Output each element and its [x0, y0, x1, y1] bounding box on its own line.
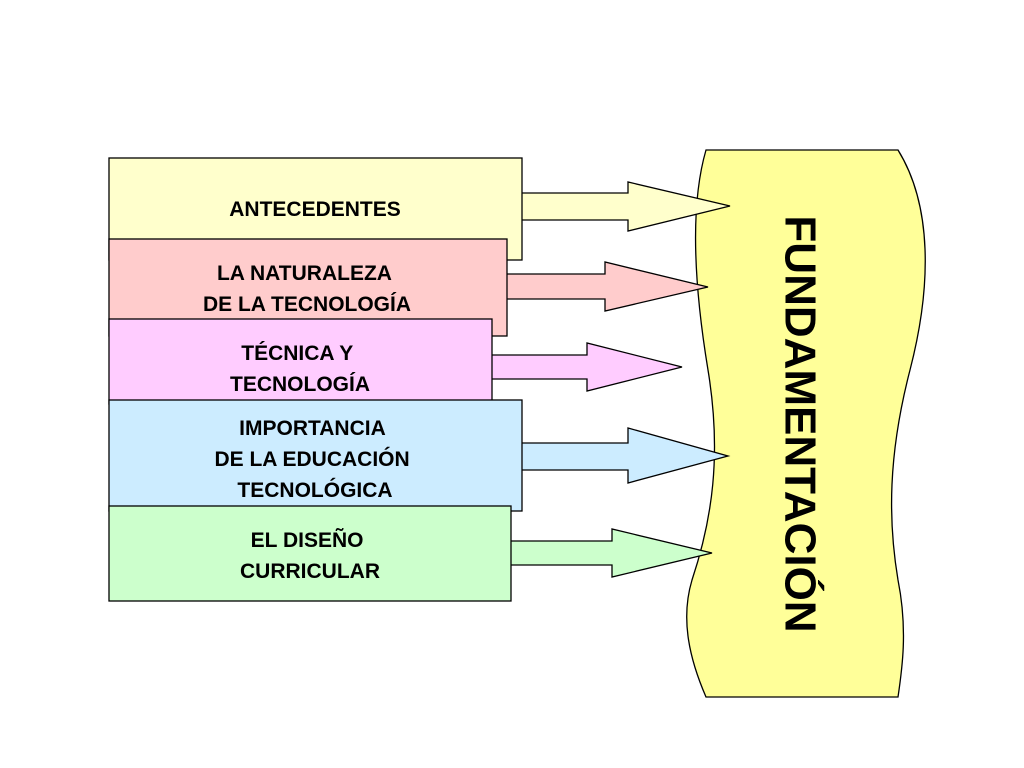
- box-label-diseno: EL DISEÑO CURRICULAR: [240, 529, 380, 583]
- concept-item-tecnica: TÉCNICA Y TECNOLOGÍA: [108, 318, 683, 405]
- box-label-tecnica: TÉCNICA Y TECNOLOGÍA: [230, 342, 370, 396]
- arrow-importancia: [519, 427, 731, 484]
- box-importancia: [108, 399, 523, 512]
- box-diseno: [108, 505, 512, 602]
- box-label-importancia: IMPORTANCIA DE LA EDUCACIÓN TECNOLÓGICA: [214, 417, 415, 502]
- box-label-naturaleza: LA NATURALEZA DE LA TECNOLOGÍA: [203, 262, 411, 316]
- fundamentacion-banner: FUNDAMENTACIÓN: [686, 149, 926, 698]
- concept-item-importancia: IMPORTANCIA DE LA EDUCACIÓN TECNOLÓGICA: [108, 399, 731, 512]
- box-label-importancia-line-2: DE LA EDUCACIÓN: [214, 447, 409, 471]
- box-label-naturaleza-line-1: LA NATURALEZA: [217, 262, 392, 285]
- box-label-diseno-line-2: CURRICULAR: [240, 560, 380, 583]
- box-label-importancia-line-1: IMPORTANCIA: [239, 417, 385, 440]
- box-label-tecnica-line-2: TECNOLOGÍA: [230, 373, 370, 396]
- box-label-naturaleza-line-2: DE LA TECNOLOGÍA: [203, 293, 411, 316]
- arrow-diseno: [508, 528, 713, 578]
- box-label-antecedentes: ANTECEDENTES: [229, 198, 401, 221]
- box-label-diseno-line-1: EL DISEÑO: [251, 529, 364, 552]
- arrow-tecnica: [488, 342, 683, 392]
- arrow-antecedentes: [519, 181, 731, 232]
- concept-item-diseno: EL DISEÑO CURRICULAR: [108, 505, 713, 602]
- wavy-banner-shape: [686, 149, 926, 698]
- box-tecnica: [108, 318, 493, 405]
- arrow-naturaleza: [503, 261, 709, 312]
- box-label-tecnica-line-1: TÉCNICA Y: [241, 342, 353, 365]
- box-label-importancia-line-3: TECNOLÓGICA: [237, 478, 392, 502]
- banner-label: FUNDAMENTACIÓN: [776, 215, 826, 632]
